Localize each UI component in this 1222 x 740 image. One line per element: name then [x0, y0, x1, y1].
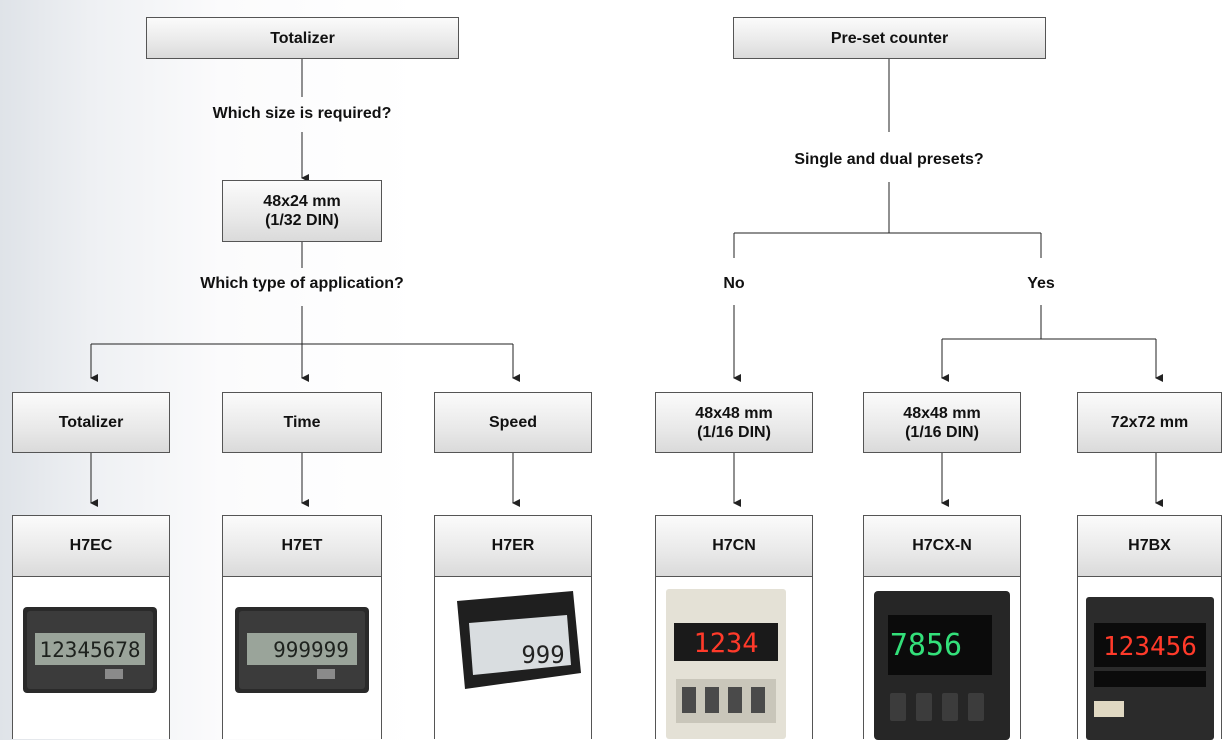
product-name: H7EC: [13, 516, 169, 577]
product-name: H7CX-N: [864, 516, 1020, 577]
led-readout: 123456: [1103, 632, 1197, 662]
size-box-h7cx: 48x48 mm (1/16 DIN): [863, 392, 1021, 453]
product-card-h7er[interactable]: H7ER 999: [434, 515, 592, 739]
branch-speed-box: Speed: [434, 392, 592, 453]
size-box-h7cn: 48x48 mm (1/16 DIN): [655, 392, 813, 453]
h7bx-product-image: 123456: [1078, 577, 1221, 740]
size-question: Which size is required?: [212, 105, 392, 122]
h7cx-n-product-image: 7856: [864, 577, 1020, 740]
led-readout: 7856: [890, 628, 962, 663]
size-box-h7bx: 72x72 mm: [1077, 392, 1222, 453]
h7er-product-image: 999: [435, 577, 591, 739]
h7cn-product-image: 1234: [656, 577, 812, 739]
h7ec-product-image: 12345678: [13, 577, 169, 739]
h7et-product-image: 999999: [223, 577, 381, 739]
led-readout: 1234: [693, 628, 758, 659]
lcd-readout: 12345678: [39, 638, 140, 662]
product-card-h7et[interactable]: H7ET 999999: [222, 515, 382, 739]
product-name: H7ER: [435, 516, 591, 577]
product-card-h7bx[interactable]: H7BX 123456: [1077, 515, 1222, 740]
preset-counter-root-box: Pre-set counter: [733, 17, 1046, 59]
lcd-readout: 999999: [273, 638, 349, 662]
product-card-h7cx-n[interactable]: H7CX-N 7856: [863, 515, 1021, 740]
presets-question: Single and dual presets?: [794, 151, 984, 168]
product-card-h7ec[interactable]: H7EC 12345678: [12, 515, 170, 739]
answer-no: No: [723, 275, 745, 292]
branch-totalizer-box: Totalizer: [12, 392, 170, 453]
product-card-h7cn[interactable]: H7CN 1234: [655, 515, 813, 739]
application-question: Which type of application?: [200, 275, 404, 292]
product-name: H7ET: [223, 516, 381, 577]
answer-yes: Yes: [1027, 275, 1055, 292]
size-box-48x24: 48x24 mm (1/32 DIN): [222, 180, 382, 242]
totalizer-root-box: Totalizer: [146, 17, 459, 59]
product-name: H7CN: [656, 516, 812, 577]
product-name: H7BX: [1078, 516, 1221, 577]
branch-time-box: Time: [222, 392, 382, 453]
lcd-readout: 999: [521, 641, 564, 669]
